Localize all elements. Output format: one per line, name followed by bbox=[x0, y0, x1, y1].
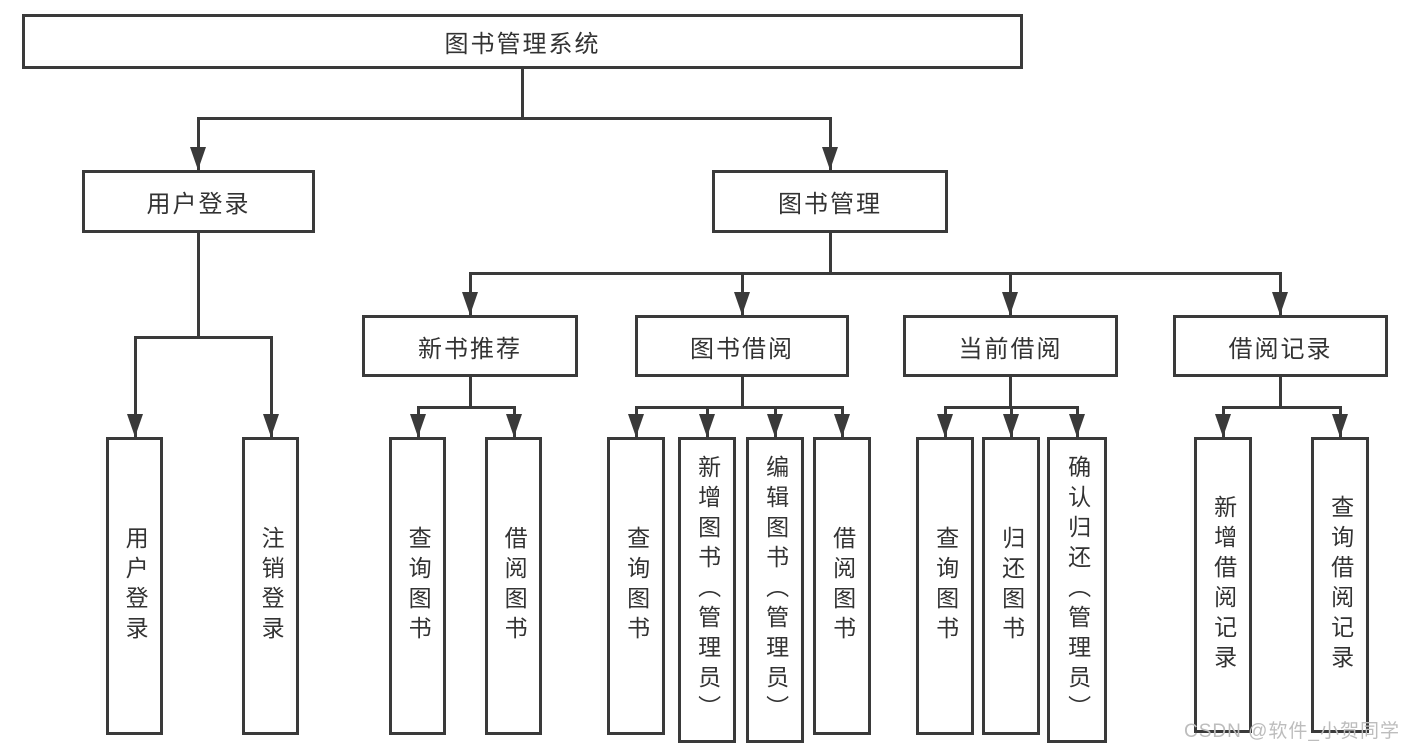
arrowhead-down-icon bbox=[1272, 292, 1288, 315]
leaf-confirm-return-admin: 确认归还（管理员） bbox=[1047, 437, 1107, 743]
node-book-borrowing: 图书借阅 bbox=[635, 315, 849, 377]
connector-line bbox=[829, 233, 832, 272]
leaf-query-books-recommend: 查询图书 bbox=[389, 437, 446, 735]
arrowhead-down-icon bbox=[937, 414, 953, 437]
arrowhead-down-icon bbox=[1215, 414, 1231, 437]
arrowhead-down-icon bbox=[1069, 414, 1085, 437]
leaf-edit-books-admin: 编辑图书（管理员） bbox=[746, 437, 804, 743]
arrowhead-down-icon bbox=[190, 147, 206, 170]
arrowhead-down-icon bbox=[822, 147, 838, 170]
arrowhead-down-icon bbox=[699, 414, 715, 437]
node-book-management: 图书管理 bbox=[712, 170, 948, 233]
arrowhead-down-icon bbox=[628, 414, 644, 437]
leaf-logout: 注销登录 bbox=[242, 437, 299, 735]
connector-line bbox=[635, 406, 843, 409]
leaf-user-login: 用户登录 bbox=[106, 437, 163, 735]
leaf-query-books-borrow: 查询图书 bbox=[607, 437, 665, 735]
connector-line bbox=[1222, 406, 1341, 409]
leaf-borrow-books: 借阅图书 bbox=[813, 437, 871, 735]
arrowhead-down-icon bbox=[410, 414, 426, 437]
arrowhead-down-icon bbox=[263, 414, 279, 437]
connector-line bbox=[197, 117, 831, 120]
leaf-query-borrow-record: 查询借阅记录 bbox=[1311, 437, 1369, 733]
node-library-system: 图书管理系统 bbox=[22, 14, 1023, 69]
leaf-query-books-current: 查询图书 bbox=[916, 437, 974, 735]
arrowhead-down-icon bbox=[767, 414, 783, 437]
arrowhead-down-icon bbox=[1002, 292, 1018, 315]
connector-line bbox=[521, 69, 524, 117]
connector-line bbox=[741, 377, 744, 406]
connector-line bbox=[829, 117, 832, 170]
connector-line bbox=[134, 336, 273, 339]
arrowhead-down-icon bbox=[834, 414, 850, 437]
connector-line bbox=[270, 336, 273, 437]
connector-line bbox=[1279, 377, 1282, 406]
connector-line bbox=[197, 117, 200, 170]
leaf-return-books: 归还图书 bbox=[982, 437, 1040, 735]
csdn-watermark: CSDN @软件_小贺同学 bbox=[1184, 721, 1400, 742]
arrowhead-down-icon bbox=[462, 292, 478, 315]
connector-line bbox=[417, 406, 515, 409]
connector-line bbox=[134, 336, 137, 437]
connector-line bbox=[1009, 377, 1012, 406]
node-borrowing-records: 借阅记录 bbox=[1173, 315, 1388, 377]
arrowhead-down-icon bbox=[506, 414, 522, 437]
leaf-borrow-books-recommend: 借阅图书 bbox=[485, 437, 542, 735]
node-new-book-recommend: 新书推荐 bbox=[362, 315, 578, 377]
connector-line bbox=[469, 377, 472, 406]
connector-line bbox=[469, 272, 1281, 275]
arrowhead-down-icon bbox=[127, 414, 143, 437]
arrowhead-down-icon bbox=[1003, 414, 1019, 437]
node-user-login: 用户登录 bbox=[82, 170, 315, 233]
leaf-add-books-admin: 新增图书（管理员） bbox=[678, 437, 736, 743]
arrowhead-down-icon bbox=[1332, 414, 1348, 437]
arrowhead-down-icon bbox=[734, 292, 750, 315]
node-current-borrowing: 当前借阅 bbox=[903, 315, 1118, 377]
leaf-add-borrow-record: 新增借阅记录 bbox=[1194, 437, 1252, 733]
connector-line bbox=[197, 233, 200, 336]
